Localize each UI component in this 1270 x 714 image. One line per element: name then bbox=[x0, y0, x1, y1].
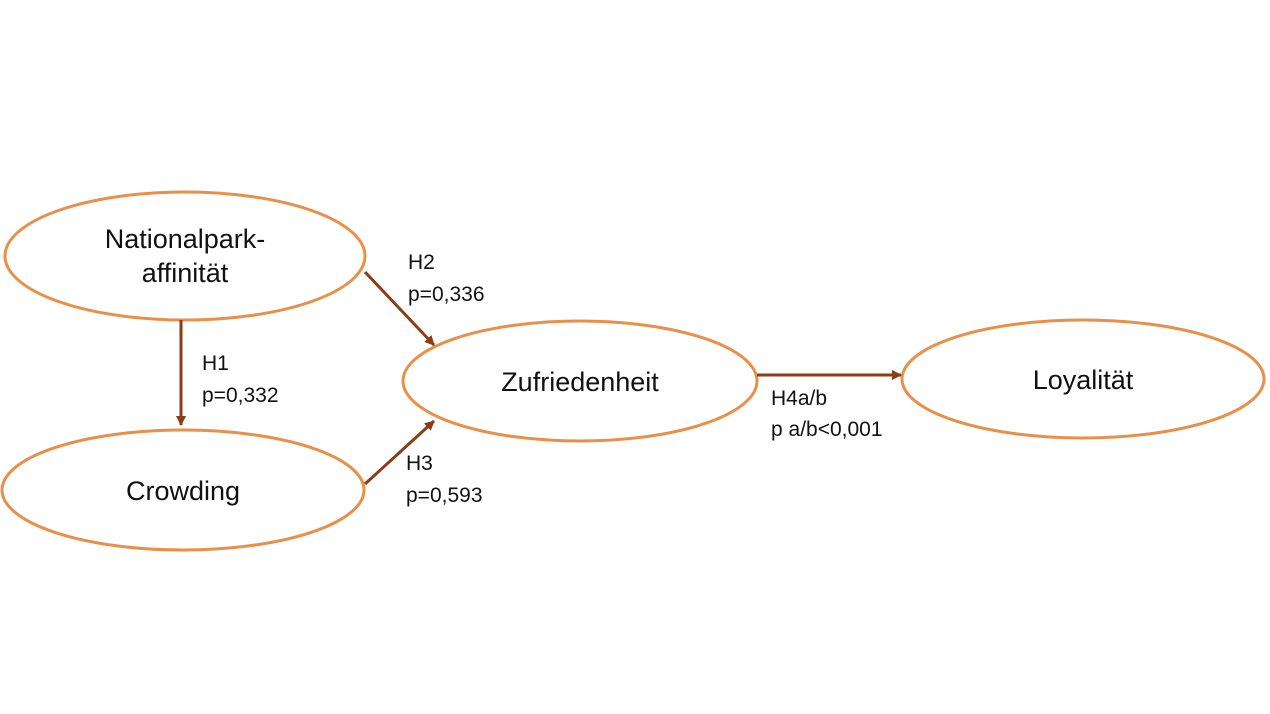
edge-h4-hypothesis: H4a/b bbox=[771, 387, 827, 410]
edge-h2-arrow bbox=[363, 270, 436, 347]
edge-h4-label: H4a/b p a/b<0,001 bbox=[771, 387, 883, 441]
edge-h4-p-value: p a/b<0,001 bbox=[771, 418, 883, 441]
edge-h2-p-value: p=0,336 bbox=[408, 283, 485, 306]
node-loyalitaet: Loyalität bbox=[900, 318, 1266, 440]
edge-h1-label: H1 p=0,332 bbox=[202, 352, 279, 407]
node-loyalitaet-label: Loyalität bbox=[1033, 365, 1134, 395]
edge-h1-p-value: p=0,332 bbox=[202, 384, 279, 407]
edge-h3-label: H3 p=0,593 bbox=[406, 452, 483, 507]
edge-h2-label: H2 p=0,336 bbox=[408, 251, 485, 306]
edge-h3-hypothesis: H3 bbox=[406, 452, 433, 475]
node-nationalparkaffinitaet-label-line2: affinität bbox=[142, 258, 229, 288]
node-nationalparkaffinitaet: Nationalpark- affinität bbox=[3, 190, 367, 322]
node-nationalparkaffinitaet-label-line1: Nationalpark- bbox=[105, 224, 266, 254]
node-crowding-label: Crowding bbox=[126, 476, 240, 506]
edge-h3-arrow bbox=[363, 419, 436, 486]
edge-h2-hypothesis: H2 bbox=[408, 251, 435, 274]
node-crowding: Crowding bbox=[0, 428, 366, 552]
edge-h1-hypothesis: H1 bbox=[202, 352, 229, 375]
edge-h3-p-value: p=0,593 bbox=[406, 484, 483, 507]
node-zufriedenheit: Zufriedenheit bbox=[401, 319, 759, 443]
node-zufriedenheit-label: Zufriedenheit bbox=[501, 367, 659, 397]
